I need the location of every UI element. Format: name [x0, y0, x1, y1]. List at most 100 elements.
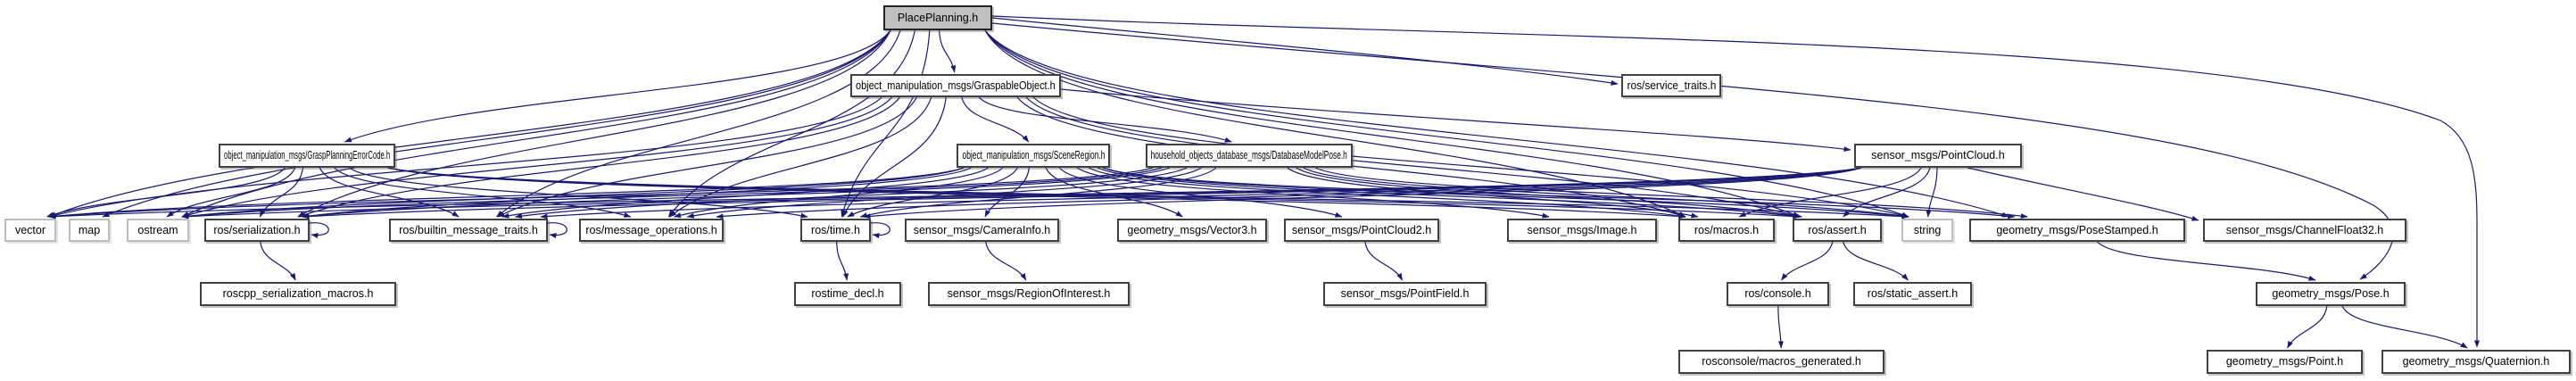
edge-placeplanning-vector — [48, 29, 891, 218]
node-macros[interactable]: ros/macros.h — [1678, 219, 1775, 242]
loop-time — [870, 222, 890, 239]
node-label: sensor_msgs/PointCloud.h — [1871, 149, 2005, 162]
edge-placeplanning-gpec — [344, 29, 891, 143]
node-label: geometry_msgs/Pose.h — [2272, 287, 2390, 301]
edge-placeplanning-string — [984, 29, 1909, 218]
edge-pointcloud-builtin — [540, 167, 1862, 219]
edge-placeplanning-serialization — [297, 29, 891, 218]
node-builtin[interactable]: ros/builtin_message_traits.h — [389, 219, 548, 242]
node-map[interactable]: map — [69, 219, 110, 242]
node-label: ros/message_operations.h — [585, 223, 717, 236]
node-label: ros/builtin_message_traits.h — [399, 223, 538, 236]
node-label: sensor_msgs/PointCloud2.h — [1291, 223, 1432, 236]
node-label: roscpp_serialization_macros.h — [222, 287, 374, 301]
node-label: vector — [14, 223, 46, 236]
edge-pointcloud-macros — [1738, 167, 1922, 218]
node-label: rostime_decl.h — [811, 287, 884, 301]
node-image[interactable]: sensor_msgs/Image.h — [1507, 219, 1657, 242]
loop-serialization — [309, 222, 329, 239]
node-dmp[interactable]: household_objects_database_msgs/Database… — [1146, 144, 1353, 168]
edge-dmp-posestamped — [1314, 167, 2028, 219]
edge-dmp-assert — [1296, 167, 1802, 219]
edge-gpec-builtin — [319, 167, 460, 218]
node-channelfloat[interactable]: sensor_msgs/ChannelFloat32.h — [2203, 219, 2406, 242]
edge-pointcloud-msgops — [716, 167, 1862, 219]
node-pose[interactable]: geometry_msgs/Pose.h — [2256, 282, 2406, 306]
node-assert[interactable]: ros/assert.h — [1793, 219, 1882, 242]
node-camerainfo[interactable]: sensor_msgs/CameraInfo.h — [905, 219, 1059, 242]
node-ostream[interactable]: ostream — [127, 219, 189, 242]
edge-pointcloud-ostream — [181, 167, 1862, 219]
node-pointcloud2[interactable]: sensor_msgs/PointCloud2.h — [1284, 219, 1439, 242]
node-label: geometry_msgs/PoseStamped.h — [1996, 223, 2158, 236]
node-label: ostream — [137, 223, 178, 236]
edge-gpec-macros — [387, 167, 1686, 219]
node-label: sensor_msgs/PointField.h — [1340, 287, 1470, 301]
node-regionofinterest[interactable]: sensor_msgs/RegionOfInterest.h — [928, 282, 1130, 306]
node-staticassert[interactable]: ros/static_assert.h — [1853, 282, 1972, 306]
edge-placeplanning-map — [102, 29, 891, 218]
node-point[interactable]: geometry_msgs/Point.h — [2207, 350, 2363, 374]
node-graspableobject[interactable]: object_manipulation_msgs/GraspableObject… — [850, 74, 1061, 97]
node-label: ros/time.h — [811, 223, 860, 236]
edge-sceneregion-string — [1102, 167, 1909, 219]
loop-builtin — [547, 222, 567, 239]
node-serialization[interactable]: ros/serialization.h — [204, 219, 310, 242]
node-console[interactable]: ros/console.h — [1727, 282, 1829, 306]
node-posestamped[interactable]: geometry_msgs/PoseStamped.h — [1969, 219, 2185, 242]
edge-sceneregion-time — [847, 167, 1018, 218]
node-placeplanning[interactable]: PlacePlanning.h — [883, 5, 992, 30]
node-label: sensor_msgs/ChannelFloat32.h — [2225, 223, 2384, 236]
node-pointcloud[interactable]: sensor_msgs/PointCloud.h — [1854, 144, 2022, 168]
edge-placeplanning-macros — [984, 29, 1686, 218]
edge-graspableobject-assert — [1025, 96, 1801, 218]
edge-dmp-builtin — [515, 167, 1188, 219]
node-rostimedecl[interactable]: rostime_decl.h — [794, 282, 901, 306]
edge-pose-quaternion — [2341, 305, 2468, 349]
node-roscppmacros[interactable]: roscpp_serialization_macros.h — [200, 282, 396, 306]
edge-placeplanning-graspableobject — [939, 29, 957, 73]
edge-placeplanning-builtin — [496, 29, 901, 218]
edge-dmp-macros — [1287, 167, 1699, 219]
edge-posestamped-pose — [2097, 241, 2316, 281]
node-label: geometry_msgs/Vector3.h — [1127, 223, 1257, 236]
node-label: sensor_msgs/Image.h — [1527, 223, 1637, 236]
edge-graspableobject-pointcloud — [1060, 88, 1851, 153]
node-label: geometry_msgs/Quaternion.h — [2402, 355, 2550, 369]
node-label: object_manipulation_msgs/GraspableObject… — [856, 79, 1056, 92]
edge-pointcloud-channelfloat — [1967, 167, 2199, 221]
node-string[interactable]: string — [1901, 219, 1953, 242]
edge-serialization-roscppmacros — [260, 241, 296, 281]
edge-dmp-msgops — [686, 167, 1202, 219]
edge-pose-point — [2287, 305, 2328, 349]
node-msgops[interactable]: ros/message_operations.h — [579, 219, 724, 242]
node-time[interactable]: ros/time.h — [800, 219, 871, 242]
node-pointfield[interactable]: sensor_msgs/PointField.h — [1323, 282, 1487, 306]
node-label: PlacePlanning.h — [897, 11, 979, 24]
node-rosconsolemacros[interactable]: rosconsole/macros_generated.h — [1678, 350, 1884, 374]
node-label: rosconsole/macros_generated.h — [1702, 355, 1861, 369]
edge-camerainfo-regionofinterest — [985, 241, 1027, 281]
node-gpec[interactable]: object_manipulation_msgs/GraspPlanningEr… — [219, 144, 395, 168]
node-label: object_manipulation_msgs/SceneRegion.h — [962, 149, 1105, 162]
edge-pointcloud-time — [863, 167, 1862, 219]
node-label: ros/assert.h — [1808, 223, 1867, 236]
node-quaternion[interactable]: geometry_msgs/Quaternion.h — [2381, 350, 2571, 374]
node-sceneregion[interactable]: object_manipulation_msgs/SceneRegion.h — [957, 144, 1110, 168]
edge-pointcloud-string — [1926, 167, 1938, 218]
node-vector3[interactable]: geometry_msgs/Vector3.h — [1117, 219, 1267, 242]
edge-placeplanning-quaternion — [991, 15, 2480, 348]
edge-sceneregion-assert — [1097, 167, 1801, 219]
edge-assert-console — [1781, 241, 1834, 281]
edge-gpec-ostream — [166, 167, 296, 218]
edge-pointcloud-assert — [1843, 167, 1931, 218]
edge-graspableobject-ostream — [181, 96, 892, 218]
node-label: ros/static_assert.h — [1867, 287, 1959, 301]
node-servicetraits[interactable]: ros/service_traits.h — [1621, 74, 1721, 97]
edge-pointcloud2-pointfield — [1364, 241, 1404, 281]
edge-graspableobject-serialization — [298, 96, 900, 218]
node-vector[interactable]: vector — [4, 219, 56, 242]
node-label: ros/console.h — [1744, 287, 1811, 301]
edge-time-rostimedecl — [835, 241, 849, 281]
